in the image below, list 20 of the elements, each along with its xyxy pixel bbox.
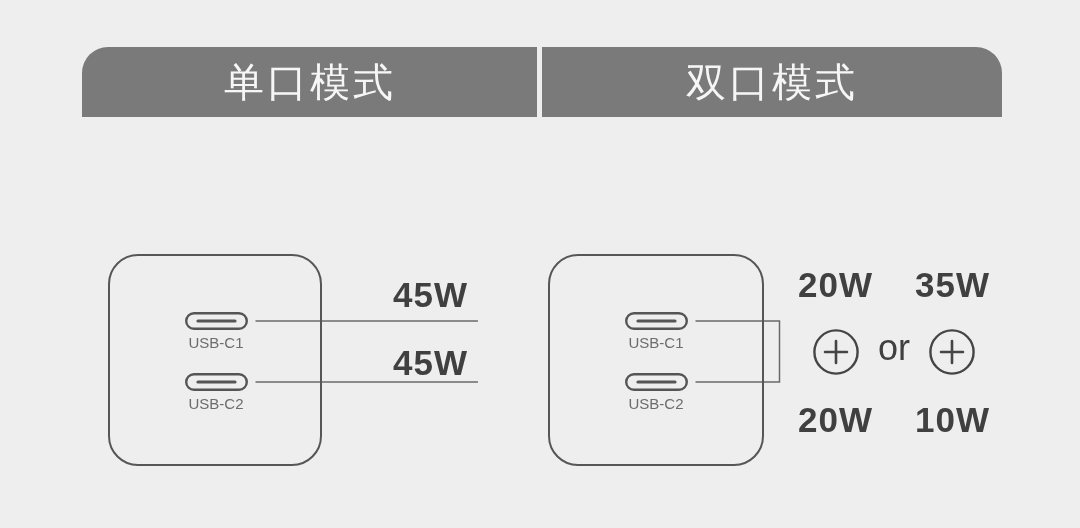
port-label: USB-C2 (188, 395, 244, 411)
band-title: 单口模式 (223, 62, 396, 102)
port-label: USB-C1 (628, 334, 684, 350)
power-value: 20W (798, 267, 873, 302)
bracket-line (694, 320, 781, 383)
or-label: or (878, 330, 910, 366)
header-band (82, 47, 537, 117)
power-value: 10W (915, 402, 990, 437)
power-value: 20W (798, 402, 873, 437)
charger-outline (548, 254, 764, 466)
leader-line (254, 381, 479, 383)
charger-outline (108, 254, 322, 466)
leader-line (254, 320, 479, 322)
port-label: USB-C2 (628, 395, 684, 411)
power-value: 45W (393, 277, 468, 312)
power-value: 45W (393, 345, 468, 380)
band-title: 双口模式 (686, 62, 858, 102)
header-band (542, 47, 1002, 117)
power-value: 35W (915, 267, 990, 302)
port-label: USB-C1 (188, 334, 244, 350)
